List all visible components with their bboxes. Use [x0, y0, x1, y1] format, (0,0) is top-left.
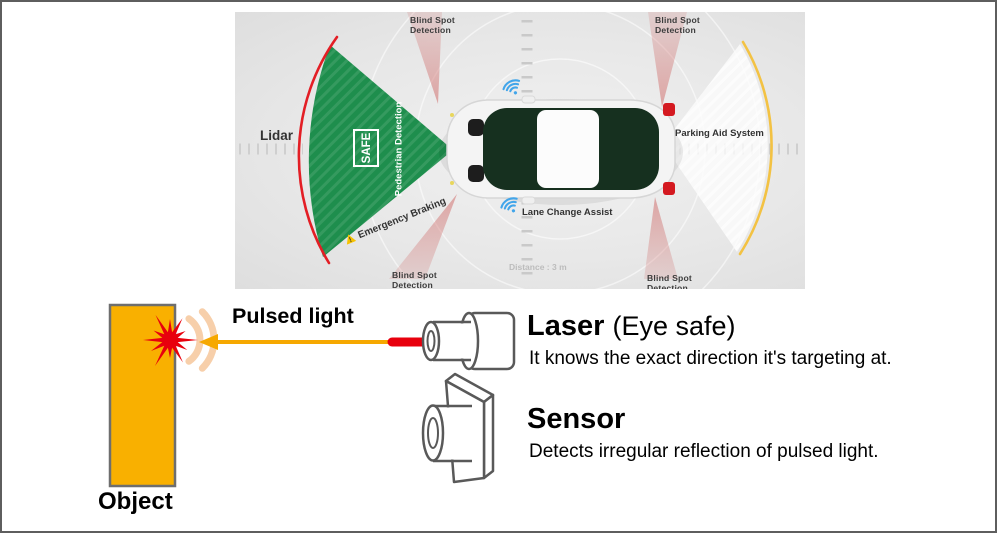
blind-spot-line2: Detection [392, 280, 433, 289]
blind-spot-line1: Blind Spot [647, 273, 692, 283]
laser-device-icon [421, 311, 516, 371]
sensor-aperture [427, 417, 439, 449]
warning-icon-mark: ! [348, 237, 353, 244]
parking-zone [663, 44, 768, 252]
sensor-device-icon [421, 372, 495, 484]
blind-spot-line2: Detection [410, 25, 451, 35]
principle-svg [108, 303, 516, 488]
wifi-icon-lane [500, 197, 518, 213]
sensor-description: Detects irregular reflection of pulsed l… [529, 441, 879, 462]
parking-range-arc [738, 40, 773, 256]
blind-spot-zone-bottom-right [644, 197, 678, 279]
headlight-left [450, 113, 454, 117]
pedestrian-detection-label: Pedestrian Detection [394, 102, 405, 197]
laser-description: It knows the exact direction it's target… [529, 348, 892, 369]
sensor-plate-right-edge [482, 393, 495, 480]
blind-spot-label-bottom-left: Blind Spot Detection [392, 270, 437, 289]
blind-spot-line2: Detection [647, 283, 688, 289]
pulsed-light-beam [199, 334, 431, 350]
laser-title: Laser (Eye safe) [527, 310, 736, 343]
wifi-icon-front [502, 79, 521, 95]
safe-badge-label: SAFE [361, 132, 373, 163]
laser-eye-safe-note: (Eye safe) [612, 311, 736, 341]
blind-spot-label-top-right: Blind Spot Detection [655, 15, 700, 35]
blind-spot-zone-top-right [648, 12, 687, 107]
sensor-title: Sensor [527, 403, 626, 435]
tail-light-bottom [663, 182, 675, 195]
headlight-right [450, 181, 454, 185]
safe-badge: SAFE [353, 129, 379, 167]
blind-spot-zone-bottom-left [389, 194, 457, 279]
tail-light-top [663, 103, 675, 116]
blind-spot-label-top-left: Blind Spot Detection [410, 15, 455, 35]
impact-burst [143, 314, 198, 366]
lidar-scene-panel: SAFE Pedestrian Detection ! Emergency Br… [235, 12, 805, 289]
blind-spot-line1: Blind Spot [410, 15, 455, 25]
front-vent-bottom [468, 165, 484, 182]
car-top-view [439, 95, 683, 205]
car-roof [537, 110, 599, 188]
front-vent-top [468, 119, 484, 136]
blind-spot-zone-top-left [407, 12, 442, 104]
blind-spot-line2: Detection [655, 25, 696, 35]
lidar-label: Lidar [260, 128, 294, 143]
lidar-zone-green [308, 45, 453, 257]
mirror-right [521, 196, 536, 205]
laser-title-text: Laser [527, 310, 605, 342]
distance-label: Distance : 3 m [509, 262, 567, 272]
laser-barrel-edges [433, 320, 471, 362]
object-label: Object [98, 488, 173, 515]
pulsed-light-label: Pulsed light [232, 304, 354, 328]
parking-aid-label: Parking Aid System [675, 128, 764, 139]
principle-diagram [2, 292, 995, 531]
blind-spot-line1: Blind Spot [655, 15, 700, 25]
beam-arrowhead [199, 334, 218, 350]
mirror-left [521, 95, 536, 104]
blind-spot-label-bottom-right: Blind Spot Detection [647, 273, 692, 289]
sensor-cylinder-edges [433, 404, 472, 463]
lidar-range-arc [297, 35, 339, 265]
lane-change-label: Lane Change Assist [522, 207, 613, 218]
laser-aperture [426, 330, 436, 352]
blind-spot-line1: Blind Spot [392, 270, 437, 280]
lidar-scene-svg: SAFE Pedestrian Detection ! Emergency Br… [239, 12, 801, 289]
warning-icon [346, 234, 357, 245]
